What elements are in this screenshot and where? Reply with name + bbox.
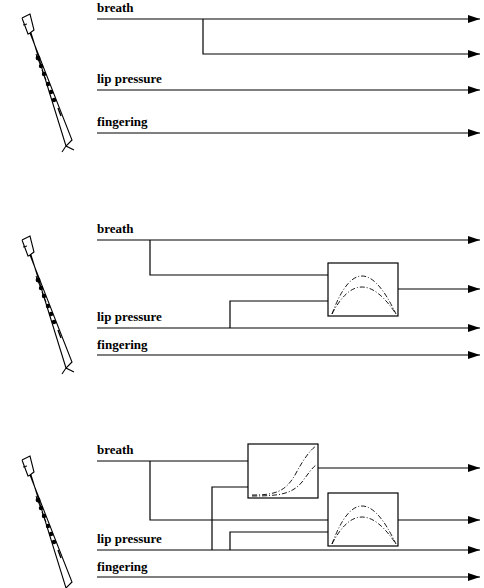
signal-label: breath <box>96 442 135 457</box>
signal-label: fingering <box>96 114 149 129</box>
signal-label: breath <box>96 0 135 15</box>
signal-label: fingering <box>96 559 149 574</box>
signal-label: breath <box>96 221 135 236</box>
signal-label: fingering <box>96 337 149 352</box>
signal-label: lip pressure <box>96 71 163 86</box>
signal-label: lip pressure <box>96 309 163 324</box>
signal-label: lip pressure <box>96 531 163 546</box>
